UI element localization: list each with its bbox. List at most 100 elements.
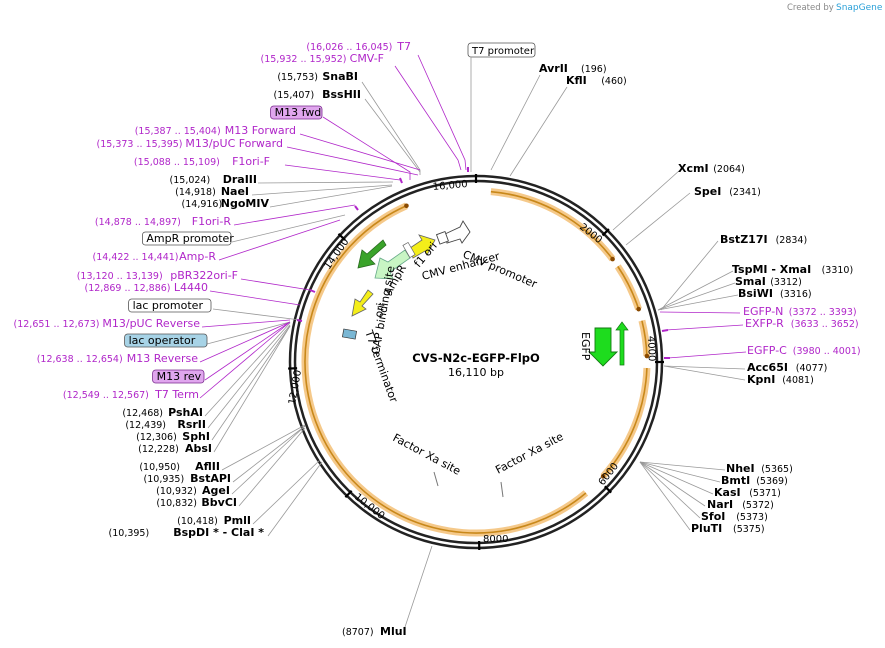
label-name: PluTI	[691, 522, 722, 535]
label-name: NheI	[726, 462, 755, 475]
label-name: EGFP-C	[747, 344, 787, 357]
label-name: BbvCI	[201, 496, 237, 509]
label-coord: (2341)	[729, 187, 761, 198]
label-coord: (12,638 .. 12,654)	[37, 354, 123, 365]
label-name: BstAPI	[190, 472, 231, 485]
label-name: BspDI * - ClaI *	[173, 526, 264, 539]
egfp-primer-arrow	[615, 321, 629, 366]
label-box	[124, 333, 208, 348]
label-name: Acc65I	[747, 361, 788, 374]
feature-arc-head	[600, 474, 606, 479]
feature-arc-head	[404, 203, 409, 209]
label-coord: (196)	[581, 64, 607, 75]
feature-arcs	[301, 188, 651, 537]
leader-lines	[199, 54, 747, 631]
label-name: T7 Term	[154, 388, 199, 401]
label-name: F1ori-R	[192, 215, 232, 228]
box-label: lac promoter	[133, 299, 204, 312]
label-box	[141, 231, 232, 246]
label-ori: ori	[372, 302, 387, 318]
feature-arc-bg	[614, 264, 642, 311]
label-name: DraIII	[223, 173, 257, 186]
label-coord: (3316)	[780, 289, 812, 300]
label-name: M13/pUC Reverse	[102, 317, 200, 330]
plasmid-size: 16,110 bp	[448, 366, 504, 379]
label-name: TspMI - XmaI	[732, 263, 811, 276]
label-name: KasI	[714, 486, 741, 499]
label-name: SpeI	[694, 185, 721, 198]
feature-arc-head	[610, 256, 615, 262]
label-name: AbsI	[185, 442, 212, 455]
label-coord: (15,753)	[277, 72, 318, 83]
label-box	[270, 105, 323, 120]
box-label: AmpR promoter	[146, 232, 234, 245]
label-coord: (10,935)	[144, 474, 185, 485]
label-coord: (15,932 .. 15,952)	[261, 54, 347, 65]
label-coord: (5373)	[736, 512, 768, 523]
tick-mark	[603, 485, 613, 494]
label-name: PshAI	[168, 406, 203, 419]
box-label: M13 fwd	[275, 106, 322, 119]
label-coord: (5369)	[756, 476, 788, 487]
label-name: AgeI	[202, 484, 230, 497]
tick-mark	[344, 489, 353, 498]
label-coord: (15,088 .. 15,109)	[134, 157, 220, 168]
right-label-group: AvrII(196)KflI(460)XcmI(2064)SpeI(2341)B…	[539, 62, 861, 535]
label-coord: (13,120 .. 13,139)	[77, 271, 163, 282]
credit-prefix: Created by	[787, 3, 834, 13]
label-coord: (14,918)	[175, 187, 216, 198]
label-coord: (14,878 .. 14,897)	[95, 217, 181, 228]
feature-arc	[602, 367, 648, 477]
label-coord: (10,395)	[109, 528, 150, 539]
label-coord: (15,387 .. 15,404)	[135, 126, 221, 137]
label-coord: (15,373 .. 15,395)	[97, 139, 183, 150]
label-coord: (10,418)	[177, 516, 218, 527]
plasmid-name: CVS-N2c-EGFP-FlpO	[412, 351, 540, 365]
label-name: SfoI	[701, 510, 725, 523]
cmv-promoter-arrow	[444, 220, 471, 244]
ampr-promoter-box	[402, 241, 416, 259]
label-name: Amp-R	[179, 250, 216, 263]
label-coord: (5365)	[761, 464, 793, 475]
label-coord: (10,832)	[156, 498, 197, 509]
f1-ori-arrow	[409, 234, 436, 259]
tick-label-2000: 2000	[577, 222, 604, 246]
label-egfp: EGFP	[579, 332, 592, 361]
label-box	[152, 369, 205, 384]
label-name: NaeI	[221, 185, 249, 198]
tick-label-8000: 8000	[483, 534, 508, 545]
label-name: NarI	[707, 498, 733, 511]
label-coord: (15,024)	[170, 175, 211, 186]
label-coord: (3310)	[822, 265, 854, 276]
feature-arc-bg	[600, 367, 651, 479]
label-coord: (5375)	[733, 524, 765, 535]
label-coord: (12,439)	[125, 420, 166, 431]
label-name: T7	[396, 40, 411, 53]
label-name: CMV-F	[350, 52, 384, 65]
label-coord: (4077)	[796, 363, 828, 374]
label-coord: (14,422 .. 14,441)	[93, 252, 179, 263]
mlui-coord: (8707)	[342, 627, 374, 638]
label-coord: (5371)	[749, 488, 781, 499]
label-coord: (12,869 .. 12,886)	[85, 283, 171, 294]
ori-arrow	[351, 289, 374, 317]
label-coord: (4081)	[782, 375, 814, 386]
mlui-site: MluI	[380, 625, 407, 638]
label-name: EXFP-R	[745, 317, 784, 330]
label-coord: (10,932)	[156, 486, 197, 497]
t7-promoter-label: T7 promoter	[471, 46, 535, 57]
tick-mark	[601, 228, 610, 237]
label-coord: (12,306)	[136, 432, 177, 443]
feature-arc-head	[644, 353, 650, 359]
label-coord: (3980 .. 4001)	[793, 346, 861, 357]
label-name: EGFP-N	[743, 305, 783, 318]
label-name: KflI	[566, 74, 587, 87]
feature-arc-head	[636, 306, 641, 312]
credit-brand: SnapGene	[836, 3, 883, 13]
tick-label-16000: 16,000	[432, 179, 468, 193]
ampr-arrow	[374, 249, 411, 280]
label-coord: (10,950)	[139, 462, 180, 473]
label-name: AvrII	[539, 62, 568, 75]
feature-arc	[490, 190, 614, 260]
